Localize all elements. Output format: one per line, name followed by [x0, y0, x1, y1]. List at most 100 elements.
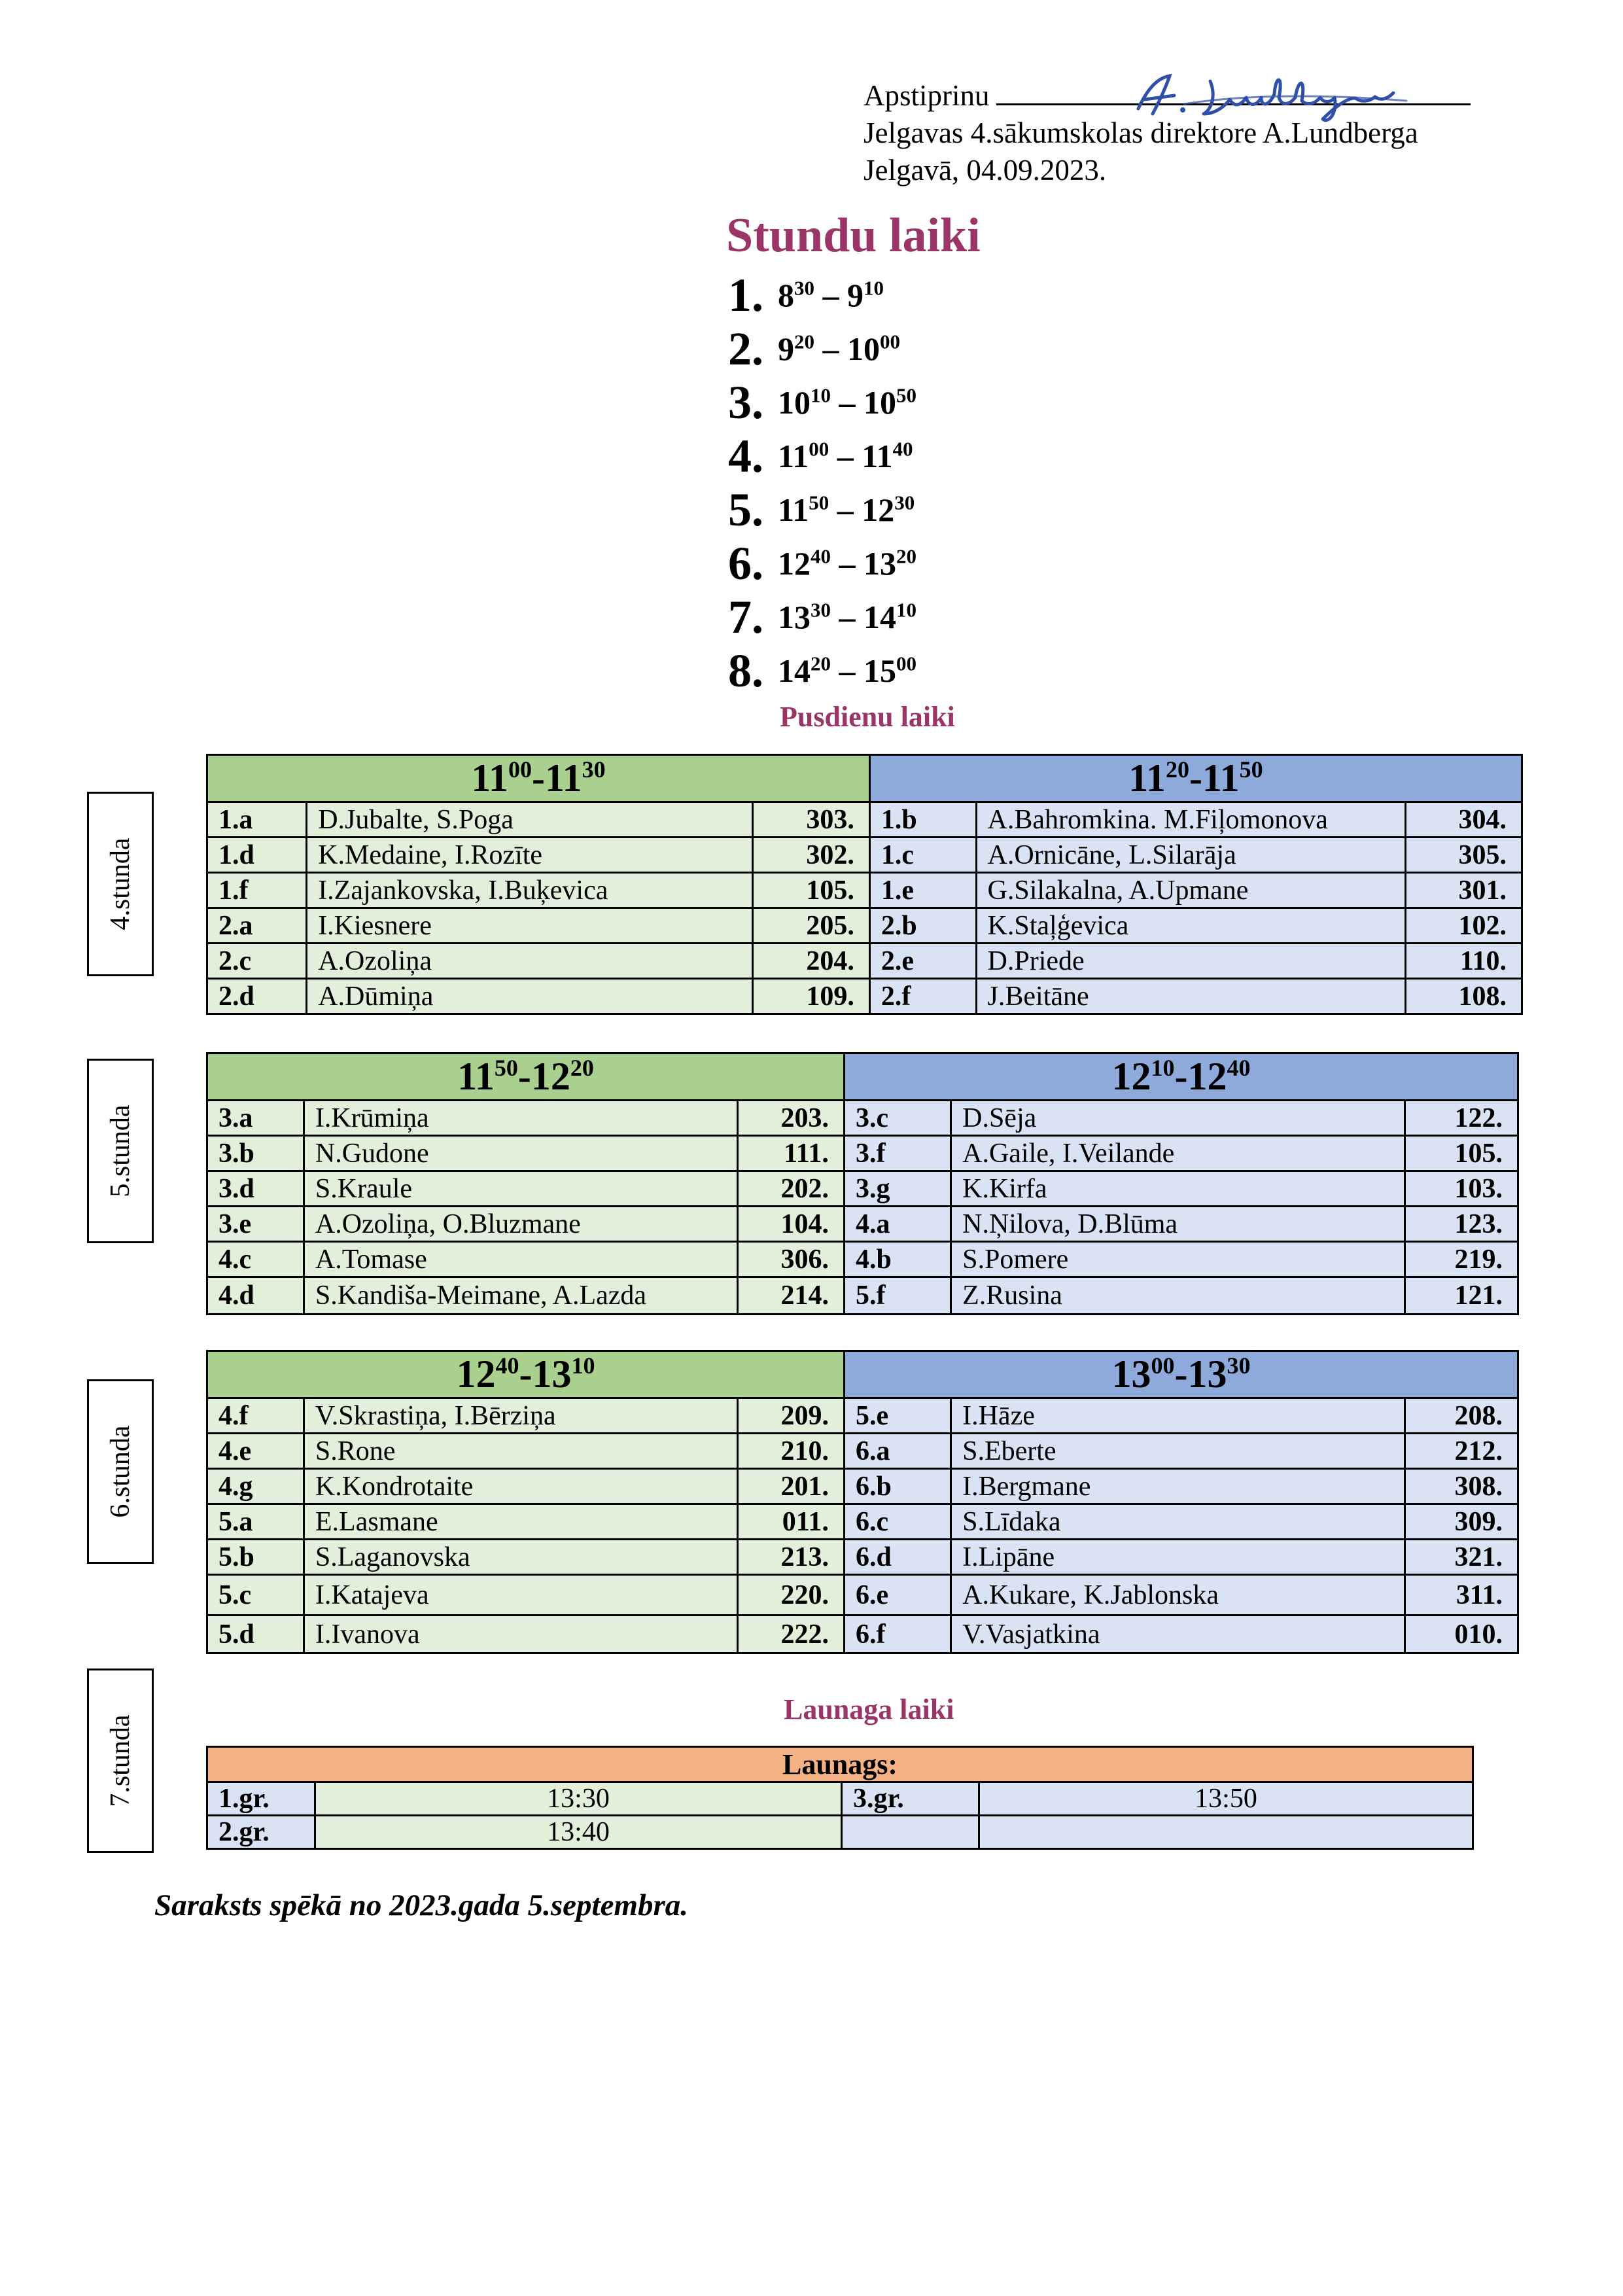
class-cell: 5.e	[843, 1397, 952, 1434]
snack-header: Launags:	[205, 1746, 1475, 1783]
teacher-cell: S.Rone	[302, 1432, 739, 1470]
class-cell: 1.f	[205, 872, 308, 909]
lesson-time-row: 2.920 – 1000	[728, 322, 916, 376]
room-cell: 123.	[1403, 1205, 1520, 1243]
room-cell: 301.	[1404, 872, 1523, 909]
room-cell: 213.	[736, 1538, 845, 1576]
room-cell: 305.	[1404, 836, 1523, 874]
teacher-cell: S.Līdaka	[950, 1503, 1406, 1540]
teacher-cell: A.Kukare, K.Jablonska	[950, 1574, 1406, 1616]
class-cell: 4.b	[843, 1241, 952, 1278]
class-cell: 1.d	[205, 836, 308, 874]
teacher-cell: N.Gudone	[302, 1135, 739, 1172]
lesson-time: 830 – 910	[778, 276, 884, 313]
snack-table: Launags: 1.gr. 13:30 3.gr. 13:50 2.gr. 1…	[205, 1746, 1475, 1850]
room-cell: 205.	[752, 907, 871, 944]
snack-group: 1.gr.	[206, 1781, 316, 1816]
room-cell: 201.	[736, 1468, 845, 1505]
teacher-cell: K.Medaine, I.Rozīte	[305, 836, 754, 874]
teacher-cell: A.Dūmiņa	[305, 978, 754, 1015]
room-cell: 308.	[1403, 1468, 1520, 1505]
lesson-number: 1.	[728, 268, 763, 321]
lesson-time-row: 5.1150 – 1230	[728, 483, 916, 537]
lesson-number: 7.	[728, 590, 763, 643]
class-cell: 4.g	[206, 1468, 305, 1505]
lesson-time-row: 4.1100 – 1140	[728, 429, 916, 483]
room-cell: 209.	[736, 1397, 845, 1434]
teacher-cell: K.Kondrotaite	[302, 1468, 739, 1505]
room-cell: 103.	[1403, 1170, 1520, 1207]
approval-label: Apstiprinu	[864, 79, 990, 112]
page-title: Stundu laiki	[726, 209, 981, 262]
class-cell: 3.a	[206, 1099, 305, 1137]
class-cell: 5.c	[206, 1574, 305, 1616]
teacher-cell: A.Gaile, I.Veilande	[950, 1135, 1406, 1172]
room-cell: 102.	[1404, 907, 1523, 944]
teacher-cell: I.Lipāne	[950, 1538, 1406, 1576]
room-cell: 202.	[736, 1170, 845, 1207]
room-cell: 104.	[736, 1205, 845, 1243]
lesson-time-row: 1. 830 – 910	[728, 268, 916, 322]
room-cell: 302.	[752, 836, 871, 874]
lunch-time-header-right: 1210-1240	[843, 1052, 1520, 1101]
teacher-cell: D.Priede	[975, 942, 1406, 980]
footer-note: Saraksts spēkā no 2023.gada 5.septembra.	[154, 1888, 689, 1922]
teacher-cell: N.Ņilova, D.Blūma	[950, 1205, 1406, 1243]
class-cell: 3.c	[843, 1099, 952, 1137]
lesson-number: 2.	[728, 322, 763, 375]
class-cell: 6.a	[843, 1432, 952, 1470]
side-label-6-stunda: 6.stunda	[87, 1379, 154, 1564]
room-cell: 212.	[1403, 1432, 1520, 1470]
class-cell: 3.b	[206, 1135, 305, 1172]
snack-time	[977, 1814, 1475, 1850]
teacher-cell: K.Kirfa	[950, 1170, 1406, 1207]
class-cell: 4.d	[206, 1276, 305, 1315]
room-cell: 306.	[736, 1241, 845, 1278]
class-cell: 1.b	[868, 801, 977, 838]
teacher-cell: I.Krūmiņa	[302, 1099, 739, 1137]
teacher-cell: D.Sēja	[950, 1099, 1406, 1137]
lunch-time-header-left: 1100-1130	[206, 754, 871, 803]
class-cell: 3.f	[843, 1135, 952, 1172]
teacher-cell: S.Laganovska	[302, 1538, 739, 1576]
class-cell: 5.b	[206, 1538, 305, 1576]
class-cell: 2.d	[205, 978, 308, 1015]
class-cell: 1.a	[205, 801, 308, 838]
class-cell: 2.e	[868, 942, 977, 980]
room-cell: 109.	[752, 978, 871, 1015]
teacher-cell: V.Vasjatkina	[950, 1614, 1406, 1654]
lesson-time-row: 7.1330 – 1410	[728, 590, 916, 644]
room-cell: 214.	[736, 1276, 845, 1315]
teacher-cell: I.Hāze	[950, 1397, 1406, 1434]
signature-image	[1136, 73, 1408, 122]
side-label-7-stunda: 7.stunda	[87, 1669, 154, 1853]
class-cell: 1.e	[868, 872, 977, 909]
room-cell: 321.	[1403, 1538, 1520, 1576]
class-cell: 2.b	[868, 907, 977, 944]
snack-title: Launaga laiki	[784, 1693, 954, 1725]
room-cell: 010.	[1403, 1614, 1520, 1654]
class-cell: 2.f	[868, 978, 977, 1015]
teacher-cell: S.Kandiša-Meimane, A.Lazda	[302, 1276, 739, 1315]
teacher-cell: K.Staļģevica	[975, 907, 1406, 944]
lunch-time-header-left: 1240-1310	[206, 1350, 845, 1399]
class-cell: 2.c	[205, 942, 308, 980]
room-cell: 304.	[1404, 801, 1523, 838]
class-cell: 6.f	[843, 1614, 952, 1654]
teacher-cell: A.Bahromkina. M.Fiļomonova	[975, 801, 1406, 838]
teacher-cell: I.Zajankovska, I.Buķevica	[305, 872, 754, 909]
room-cell: 208.	[1403, 1397, 1520, 1434]
room-cell: 011.	[736, 1503, 845, 1540]
teacher-cell: A.Ozoliņa	[305, 942, 754, 980]
